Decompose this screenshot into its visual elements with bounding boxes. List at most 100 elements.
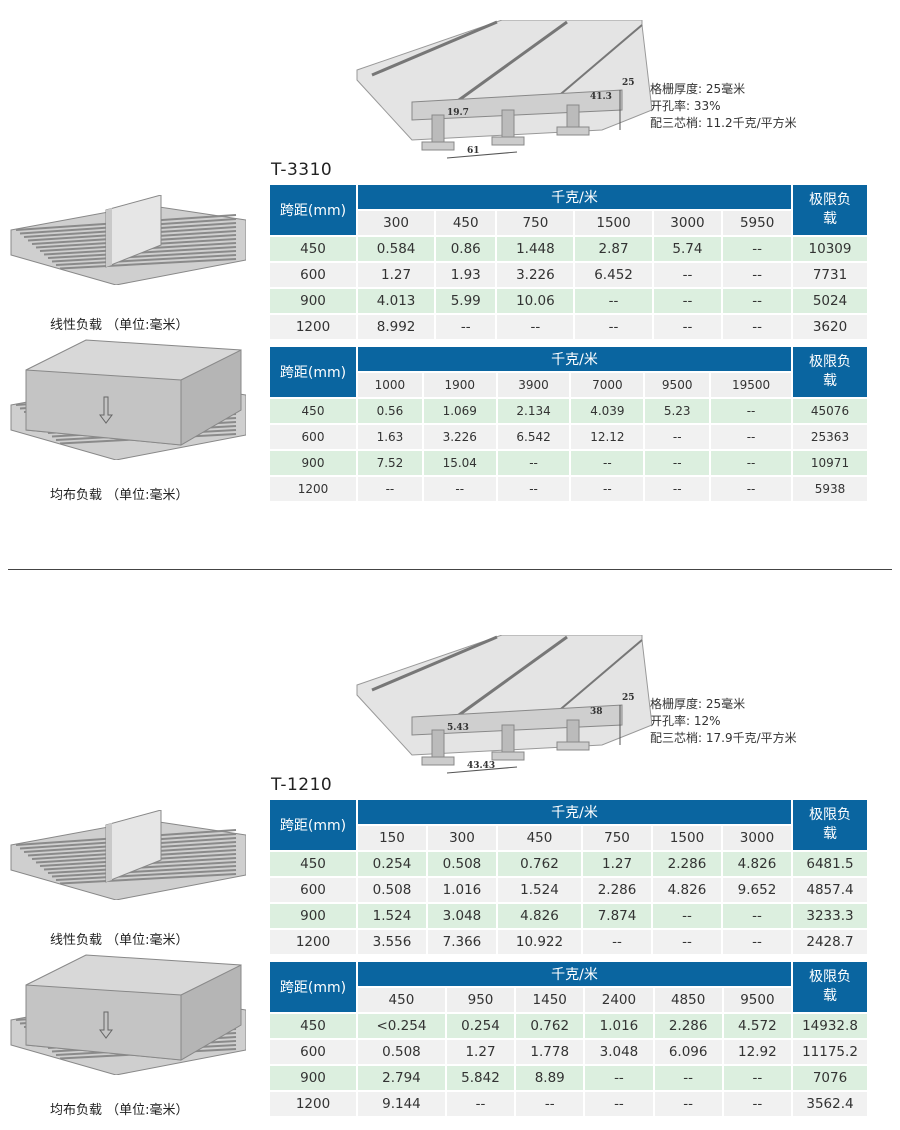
dimension-label: 25 bbox=[622, 78, 635, 88]
deflection-cell: -- bbox=[583, 930, 651, 954]
dimension-label: 5.43 bbox=[447, 723, 469, 733]
deflection-cell: -- bbox=[575, 289, 652, 313]
deflection-cell: 3.226 bbox=[497, 263, 574, 287]
limit-load-cell: 5024 bbox=[793, 289, 867, 313]
unit-header: 千克/米 bbox=[358, 185, 791, 209]
spec-item: 开孔率: 12% bbox=[650, 714, 721, 728]
deflection-cell: -- bbox=[723, 1092, 791, 1116]
load-column-header: 9500 bbox=[723, 988, 791, 1012]
load-column-header: 450 bbox=[358, 988, 445, 1012]
load-column-header: 1500 bbox=[653, 826, 721, 850]
deflection-cell: 0.762 bbox=[516, 1014, 584, 1038]
deflection-cell: -- bbox=[645, 477, 710, 501]
deflection-cell: -- bbox=[497, 477, 570, 501]
deflection-cell: -- bbox=[653, 289, 722, 313]
deflection-cell: -- bbox=[723, 315, 791, 339]
span-cell: 900 bbox=[270, 1066, 356, 1090]
deflection-cell: 0.254 bbox=[358, 852, 426, 876]
span-cell: 900 bbox=[270, 289, 356, 313]
limit-load-cell: 7731 bbox=[793, 263, 867, 287]
deflection-cell: 0.508 bbox=[358, 1040, 445, 1064]
deflection-cell: 4.572 bbox=[723, 1014, 791, 1038]
deflection-cell: -- bbox=[358, 477, 422, 501]
linear-load-illustration bbox=[6, 809, 247, 904]
deflection-cell: 1.016 bbox=[585, 1014, 653, 1038]
deflection-cell: 9.652 bbox=[722, 878, 791, 902]
load-column-header: 9500 bbox=[645, 373, 710, 397]
limit-load-cell: 10971 bbox=[793, 451, 867, 475]
deflection-cell: -- bbox=[446, 1092, 515, 1116]
linear-load-caption: 线性负载 （单位:毫米） bbox=[50, 318, 189, 333]
deflection-cell: 12.92 bbox=[723, 1040, 791, 1064]
deflection-cell: 1.27 bbox=[446, 1040, 515, 1064]
deflection-cell: -- bbox=[722, 930, 791, 954]
deflection-cell: 6.096 bbox=[654, 1040, 722, 1064]
deflection-cell: 7.52 bbox=[358, 451, 422, 475]
deflection-cell: 1.524 bbox=[497, 878, 582, 902]
deflection-cell: 1.778 bbox=[516, 1040, 584, 1064]
load-column-header: 7000 bbox=[571, 373, 644, 397]
span-cell: 450 bbox=[270, 852, 356, 876]
limit-load-cell: 14932.8 bbox=[793, 1014, 867, 1038]
deflection-cell: 1.63 bbox=[358, 425, 422, 449]
linear-load-caption: 线性负载 （单位:毫米） bbox=[50, 933, 189, 948]
spec-list: 格栅厚度: 25毫米开孔率: 33%配三芯梢: 11.2千克/平方米 bbox=[650, 81, 797, 132]
deflection-cell: -- bbox=[585, 1066, 653, 1090]
deflection-cell: 1.016 bbox=[427, 878, 496, 902]
deflection-cell: 1.93 bbox=[436, 263, 496, 287]
limit-load-cell: 3562.4 bbox=[793, 1092, 867, 1116]
spec-item: 格栅厚度: 25毫米 bbox=[650, 697, 746, 711]
unit-header: 千克/米 bbox=[358, 962, 791, 986]
load-column-header: 1900 bbox=[423, 373, 496, 397]
deflection-cell: 4.826 bbox=[497, 904, 582, 928]
deflection-cell: 1.27 bbox=[583, 852, 651, 876]
load-column-header: 950 bbox=[446, 988, 515, 1012]
span-cell: 1200 bbox=[270, 930, 356, 954]
deflection-cell: 12.12 bbox=[571, 425, 644, 449]
deflection-cell: -- bbox=[723, 1066, 791, 1090]
deflection-cell: -- bbox=[653, 263, 722, 287]
deflection-cell: -- bbox=[723, 237, 791, 261]
deflection-cell: -- bbox=[423, 477, 496, 501]
deflection-cell: -- bbox=[653, 315, 722, 339]
deflection-cell: 1.448 bbox=[497, 237, 574, 261]
dimension-label: 41.3 bbox=[590, 92, 612, 102]
limit-load-cell: 6481.5 bbox=[793, 852, 867, 876]
deflection-cell: 0.508 bbox=[427, 852, 496, 876]
deflection-cell: -- bbox=[711, 399, 791, 423]
deflection-cell: 3.556 bbox=[358, 930, 426, 954]
span-header: 跨距(mm) bbox=[270, 800, 356, 850]
load-column-header: 1500 bbox=[575, 211, 652, 235]
deflection-cell: -- bbox=[711, 451, 791, 475]
header-row: 跨距(mm)千克/米极限负载 bbox=[270, 800, 867, 850]
load-column-header: 750 bbox=[583, 826, 651, 850]
limit-load-cell: 5938 bbox=[793, 477, 867, 501]
deflection-cell: -- bbox=[516, 1092, 584, 1116]
uniform-load-illustration bbox=[6, 950, 247, 1079]
spec-item: 配三芯梢: 11.2千克/平方米 bbox=[650, 116, 797, 130]
uniform-load-caption: 均布负载 （单位:毫米） bbox=[50, 488, 189, 503]
limit-load-cell: 10309 bbox=[793, 237, 867, 261]
deflection-cell: 5.74 bbox=[653, 237, 722, 261]
span-cell: 1200 bbox=[270, 477, 356, 501]
span-header: 跨距(mm) bbox=[270, 962, 356, 1012]
spec-item: 开孔率: 33% bbox=[650, 99, 721, 113]
span-cell: 600 bbox=[270, 425, 356, 449]
span-cell: 600 bbox=[270, 878, 356, 902]
deflection-cell: -- bbox=[645, 451, 710, 475]
deflection-cell: 8.89 bbox=[516, 1066, 584, 1090]
